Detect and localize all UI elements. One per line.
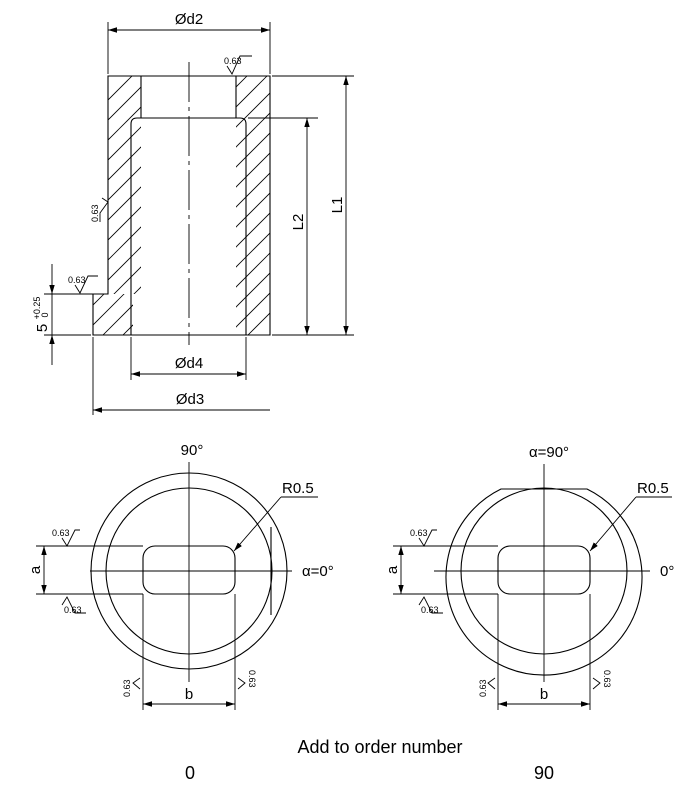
- dimension-b-0: b 0.63 0.63: [122, 594, 257, 710]
- radius-label-90: R0.5: [637, 480, 669, 497]
- angle-top-0: 90°: [181, 442, 204, 459]
- label-step-tol-lower: 0: [40, 312, 50, 317]
- label-d2: Ød2: [175, 11, 203, 28]
- label-a-0: a: [27, 565, 44, 574]
- roughness-b-right-90: 0.63: [602, 670, 612, 688]
- radius-label-0: R0.5: [282, 480, 314, 497]
- hatch-left-flange: [93, 294, 133, 335]
- angle-right-90: 0°: [660, 563, 674, 580]
- roughness-outer-wall: 0.63: [90, 197, 109, 222]
- label-step: 5: [34, 324, 51, 332]
- roughness-wall-value: 0.63: [90, 204, 100, 222]
- roughness-a-top-90: 0.63: [410, 528, 428, 538]
- label-b-90: b: [540, 686, 548, 703]
- order-code-90: 90: [533, 763, 555, 783]
- roughness-top-value: 0.63: [224, 56, 242, 66]
- label-b-0: b: [185, 686, 193, 703]
- dimension-b-90: b 0.63 0.63: [478, 594, 612, 710]
- roughness-b-left-90: 0.63: [478, 679, 488, 697]
- order-code-0: 0: [184, 763, 195, 783]
- radius-callout-0: R0.5: [233, 480, 318, 552]
- angle-right-0: α=0°: [302, 563, 334, 580]
- angle-top-90: α=90°: [529, 444, 569, 461]
- part-outline: [92, 75, 271, 336]
- hatch-right-wall: [236, 76, 270, 335]
- roughness-b-right-0: 0.63: [247, 670, 257, 688]
- label-d3: Ød3: [176, 391, 204, 408]
- section-view: Ød2 L1 L2 Ød4 Ød3: [32, 11, 354, 415]
- dimension-step: 5 +0.25 0: [32, 264, 106, 365]
- order-number-caption: Add to order number: [297, 737, 463, 757]
- variant-0-view: 90° α=0° R0.5 a 0.63 0.63 b 0.63 0.63: [27, 442, 334, 710]
- label-L2: L2: [290, 214, 307, 231]
- roughness-a-bottom-90: 0.63: [421, 605, 439, 615]
- variant-90-view: α=90° 0° R0.5 a 0.63 0.63 b 0.63 0.63: [384, 444, 674, 710]
- label-L1: L1: [329, 197, 346, 214]
- hatch-left-wall: [108, 76, 141, 294]
- label-a-90: a: [384, 565, 401, 574]
- roughness-a-bottom-0: 0.63: [64, 605, 82, 615]
- dimension-d4: Ød4: [130, 337, 247, 380]
- dimension-d3: Ød3: [92, 337, 270, 415]
- dimension-a-0: a 0.63 0.63: [27, 528, 143, 615]
- outer-contour-90: [445, 488, 643, 676]
- roughness-a-top-0: 0.63: [52, 528, 70, 538]
- label-step-tol-upper: +0.25: [32, 297, 42, 320]
- dimension-L2: L2: [248, 117, 318, 335]
- dimension-d2: Ød2: [107, 11, 271, 74]
- roughness-step-value: 0.63: [68, 275, 86, 285]
- dimension-L1: L1: [272, 75, 354, 336]
- radius-callout-90: R0.5: [589, 480, 672, 552]
- roughness-top: 0.63: [224, 55, 252, 75]
- dimension-a-90: a 0.63 0.63: [384, 528, 498, 615]
- roughness-step: 0.63: [68, 275, 98, 294]
- label-d4: Ød4: [175, 355, 203, 372]
- roughness-b-left-0: 0.63: [122, 679, 132, 697]
